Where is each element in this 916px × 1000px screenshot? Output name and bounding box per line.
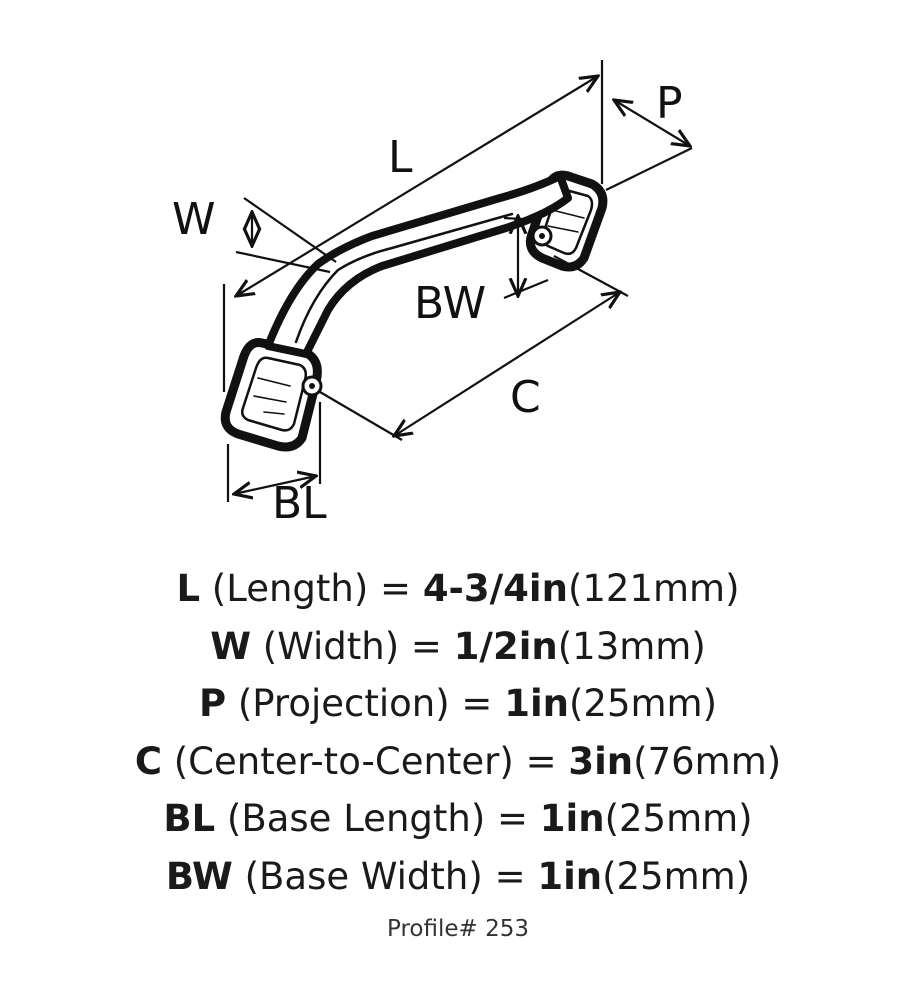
spec-metric-value: (76mm)	[633, 739, 782, 783]
spec-code: C	[134, 739, 162, 783]
spec-description: (Center-to-Center) =	[161, 739, 569, 783]
spec-row-width: W (Width) = 1/2in(13mm)	[0, 618, 916, 676]
spec-description: (Base Width) =	[232, 854, 538, 898]
dimension-width	[235, 197, 337, 274]
dim-label-W: W	[172, 194, 216, 245]
spec-imperial-value: 4-3/4in	[422, 567, 568, 610]
spec-description: (Length) =	[200, 567, 423, 610]
dim-label-L: L	[388, 132, 413, 183]
spec-metric-value: (25mm)	[568, 682, 718, 725]
spec-description: (Width) =	[251, 624, 454, 668]
spec-metric-value: (25mm)	[602, 854, 751, 898]
spec-code: BW	[165, 854, 233, 898]
spec-imperial-value: 1in	[537, 854, 603, 898]
dim-label-P: P	[656, 78, 683, 129]
spec-description: (Projection) =	[226, 682, 505, 725]
dim-label-BW: BW	[414, 278, 486, 329]
spec-code: W	[210, 624, 252, 668]
dim-label-C: C	[510, 372, 541, 423]
handle-dimension-diagram: L P W BW C BL	[172, 60, 916, 529]
spec-metric-value: (121mm)	[567, 567, 740, 610]
spec-description: (Base Length) =	[215, 797, 540, 840]
specifications-list: L (Length) = 4-3/4in(121mm) W (Width) = …	[0, 560, 916, 905]
spec-metric-value: (25mm)	[604, 797, 753, 840]
spec-metric-value: (13mm)	[557, 624, 706, 668]
left-base-inner	[240, 356, 308, 432]
spec-code: P	[198, 682, 227, 725]
dimension-length	[222, 60, 604, 392]
spec-imperial-value: 1in	[539, 797, 605, 840]
spec-imperial-value: 1/2in	[453, 624, 558, 668]
spec-row-length: L (Length) = 4-3/4in(121mm)	[0, 560, 916, 618]
dim-label-BL: BL	[272, 478, 327, 529]
spec-row-base-length: BL (Base Length) = 1in(25mm)	[0, 790, 916, 848]
spec-code: BL	[163, 797, 216, 840]
spec-imperial-value: 3in	[568, 739, 634, 783]
profile-number: Profile# 253	[387, 916, 529, 942]
dimension-projection	[605, 100, 692, 191]
spec-imperial-value: 1in	[504, 682, 569, 725]
spec-code: L	[176, 567, 201, 610]
spec-row-projection: P (Projection) = 1in(25mm)	[0, 675, 916, 733]
dimension-center-to-center	[319, 255, 629, 441]
spec-row-base-width: BW (Base Width) = 1in(25mm)	[0, 848, 916, 906]
dimension-base-length	[226, 402, 322, 502]
spec-row-center-to-center: C (Center-to-Center) = 3in(76mm)	[0, 733, 916, 791]
